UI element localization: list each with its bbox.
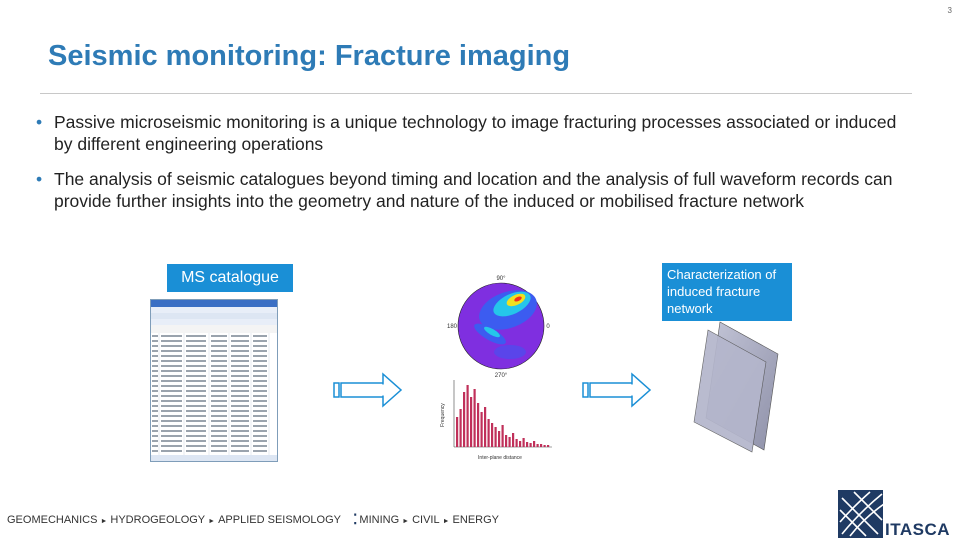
fracture-planes-image: [690, 318, 790, 458]
footer-item: GEOMECHANICS: [7, 514, 98, 526]
footer-disciplines: GEOMECHANICS►HYDROGEOLOGY►APPLIED SEISMO…: [7, 510, 499, 527]
polar-label-right: 0: [546, 324, 550, 330]
slide-number: 3: [947, 6, 952, 15]
footer-item: ENERGY: [452, 514, 500, 526]
footer-item: MINING: [359, 514, 400, 526]
histogram-ylabel: Frequency: [440, 403, 446, 427]
footer-separator: ►: [442, 518, 450, 525]
bullet-marker: •: [36, 112, 43, 132]
footer-separator: ►: [100, 518, 108, 525]
footer-separator: ►: [208, 518, 216, 525]
bullet-2: • The analysis of seismic catalogues bey…: [36, 168, 916, 212]
polar-label-bottom: 270°: [495, 373, 508, 379]
footer-item: CIVIL: [412, 514, 440, 526]
histogram-xlabel: Inter-plane distance: [478, 455, 522, 461]
spacing-histogram: Frequency Inter-plane distance: [440, 375, 555, 465]
flow-arrow-icon: [333, 370, 405, 410]
itasca-logo-icon: [838, 490, 885, 538]
polar-label-top: 90°: [496, 276, 506, 282]
polar-density-plot: 90° 270° 180 0: [440, 270, 562, 380]
bullet-text: The analysis of seismic catalogues beyon…: [54, 169, 893, 211]
bullet-1: • Passive microseismic monitoring is a u…: [36, 111, 916, 155]
flow-arrow-icon: [582, 370, 654, 410]
characterization-label: Characterization of induced fracture net…: [662, 263, 792, 321]
bullet-text: Passive microseismic monitoring is a uni…: [54, 112, 897, 154]
ms-catalogue-label: MS catalogue: [167, 264, 293, 292]
title-divider: [40, 93, 912, 94]
footer-item: APPLIED SEISMOLOGY: [218, 514, 341, 526]
footer-item: HYDROGEOLOGY: [110, 514, 206, 526]
footer-separator: ►: [402, 518, 410, 525]
slide-title: Seismic monitoring: Fracture imaging: [48, 40, 571, 72]
catalogue-spreadsheet-image: [150, 299, 278, 462]
footer-group-separator: ⁚: [352, 511, 358, 527]
itasca-logo-text: ITASCA: [885, 520, 951, 539]
bullet-marker: •: [36, 169, 43, 189]
polar-label-left: 180: [447, 324, 458, 330]
